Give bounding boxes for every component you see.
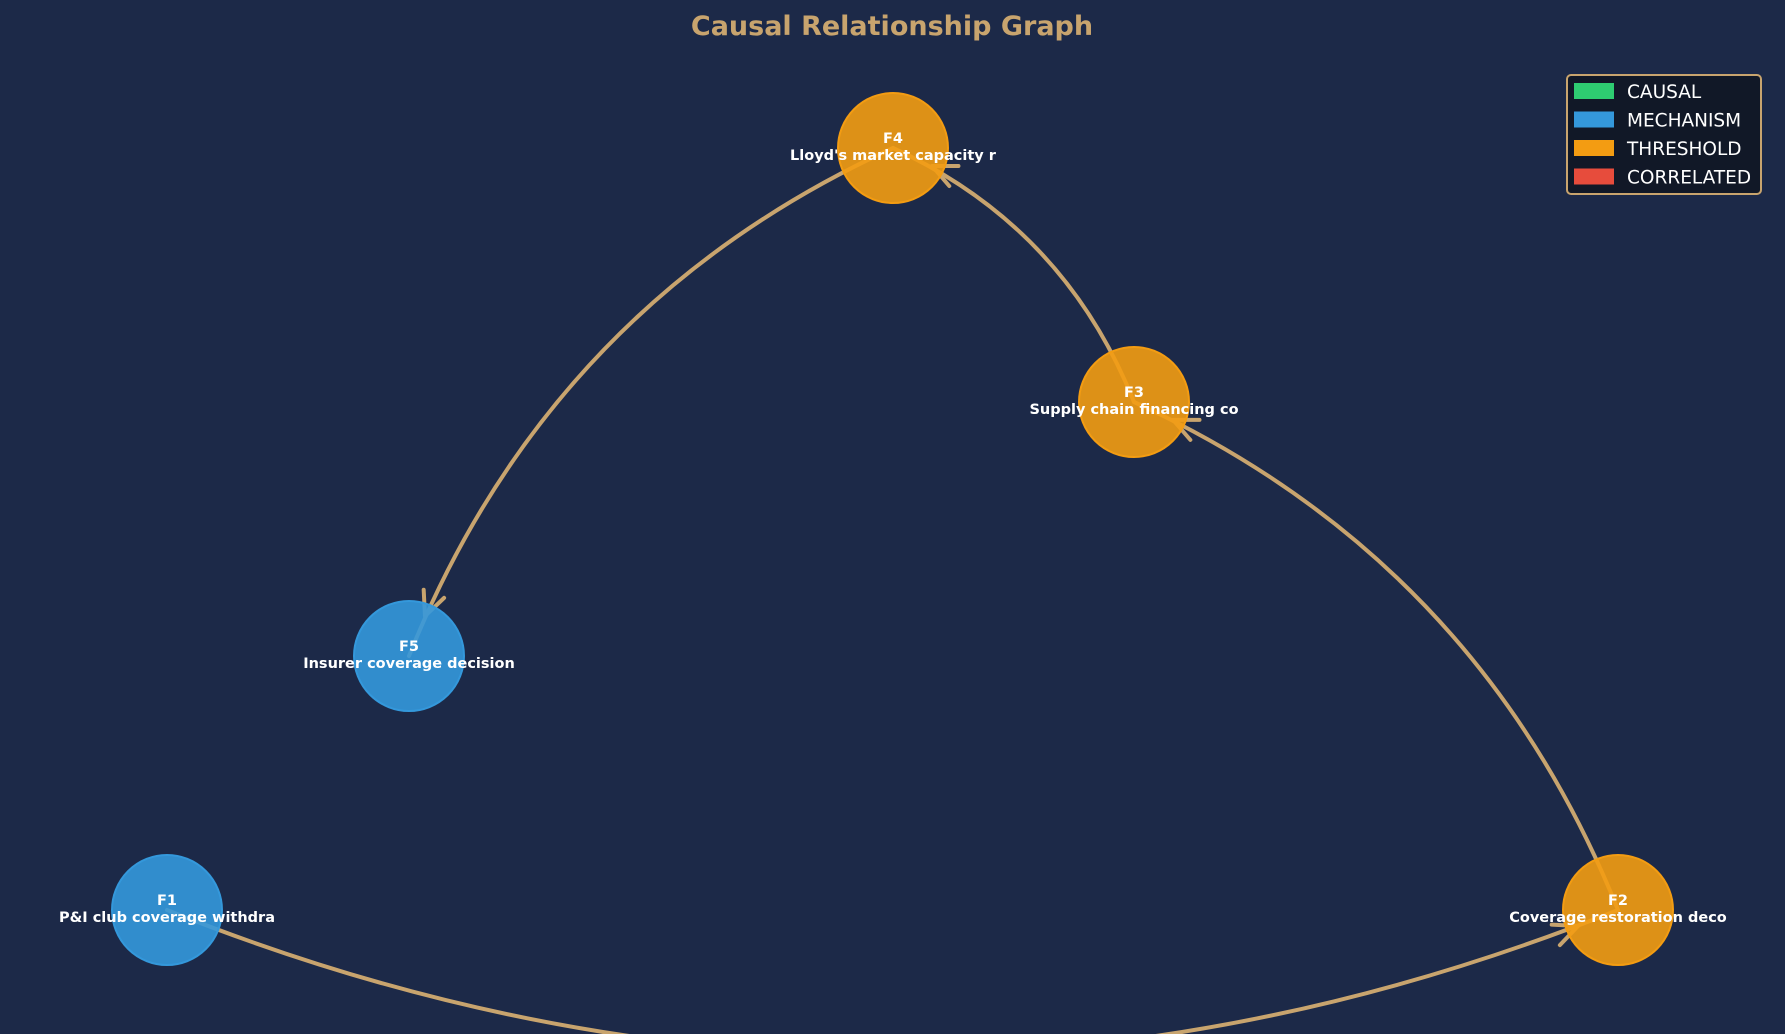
legend-box [1566, 74, 1762, 195]
legend-swatch-threshold [1574, 140, 1614, 156]
node-id-label: F1 [157, 893, 177, 909]
legend-swatch-causal [1574, 83, 1614, 99]
legend-swatch-correlated [1574, 168, 1614, 185]
node-description-label: P&I club coverage withdra [59, 910, 275, 926]
legend-label-causal: CAUSAL [1627, 82, 1702, 103]
node-circle[interactable] [353, 600, 465, 712]
legend-label-threshold: THRESHOLD [1626, 139, 1742, 160]
legend-label-mechanism: MECHANISM [1627, 111, 1741, 132]
edge-F2-F3 [1132, 400, 1620, 912]
node-description-label: Coverage restoration deco [1509, 910, 1727, 926]
node-description-label: Lloyd's market capacity r [790, 148, 997, 164]
legend-swatch-mechanism [1574, 111, 1614, 128]
node-id-label: F5 [399, 639, 419, 655]
node-circle[interactable] [837, 92, 949, 204]
edge-F1-F2 [165, 908, 1620, 1034]
node-F1[interactable]: F1P&I club coverage withdra [59, 854, 275, 966]
node-description-label: Insurer coverage decision [303, 656, 515, 672]
node-id-label: F3 [1124, 385, 1144, 401]
node-circle[interactable] [1562, 854, 1674, 966]
node-circle[interactable] [111, 854, 223, 966]
legend-label-correlated: CORRELATED [1627, 168, 1751, 189]
node-id-label: F2 [1608, 893, 1628, 909]
legend: CAUSAL MECHANISM THRESHOLD CORRELATED [1566, 74, 1762, 195]
node-circle[interactable] [1078, 346, 1190, 458]
node-description-label: Supply chain financing co [1029, 402, 1238, 418]
edges-layer [165, 146, 1620, 1034]
graph-title: Causal Relationship Graph [691, 11, 1093, 42]
node-id-label: F4 [883, 131, 903, 147]
edge-F4-F5 [407, 146, 895, 658]
